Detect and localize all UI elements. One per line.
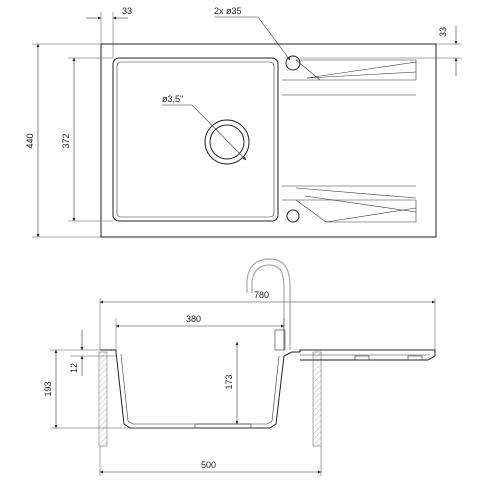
dim-total-height-label: 440 (25, 133, 35, 148)
drain-inner (209, 124, 245, 160)
dim-bowl-depth-label: 173 (224, 374, 234, 389)
dim-holes-label: 2x ø35 (214, 6, 242, 16)
top-view: 33 33 440 372 2x ø35 ø3,5" (25, 6, 462, 238)
drainer-board (282, 59, 417, 223)
dim-total-width-label: 780 (254, 290, 269, 300)
drain-leader (162, 104, 247, 161)
dim-total-depth-label: 193 (43, 381, 53, 396)
sink-outline (100, 43, 437, 238)
dim-corner-x-label: 33 (122, 6, 132, 16)
cabinet-wall-left (98, 351, 108, 447)
side-view: 780 380 193 12 173 500 (43, 258, 436, 476)
tap-hole-bottom (286, 209, 300, 223)
sink-profile (100, 349, 436, 429)
dim-bowl-width-label: 380 (186, 314, 201, 324)
cabinet-wall-right (312, 351, 322, 447)
dim-cabinet-label: 500 (201, 460, 216, 470)
tap (246, 258, 291, 351)
dim-rim-label: 12 (69, 363, 79, 373)
drain-outer (204, 119, 250, 165)
tap-hole-top (285, 55, 301, 71)
holes-leader (214, 16, 291, 61)
dim-drain-label: ø3,5" (162, 94, 183, 104)
dim-bowl-height-label: 372 (61, 133, 71, 148)
bowl-inner-outline (116, 61, 275, 218)
dim-corner-y-label: 33 (438, 27, 448, 37)
bowl-outline (112, 57, 279, 222)
